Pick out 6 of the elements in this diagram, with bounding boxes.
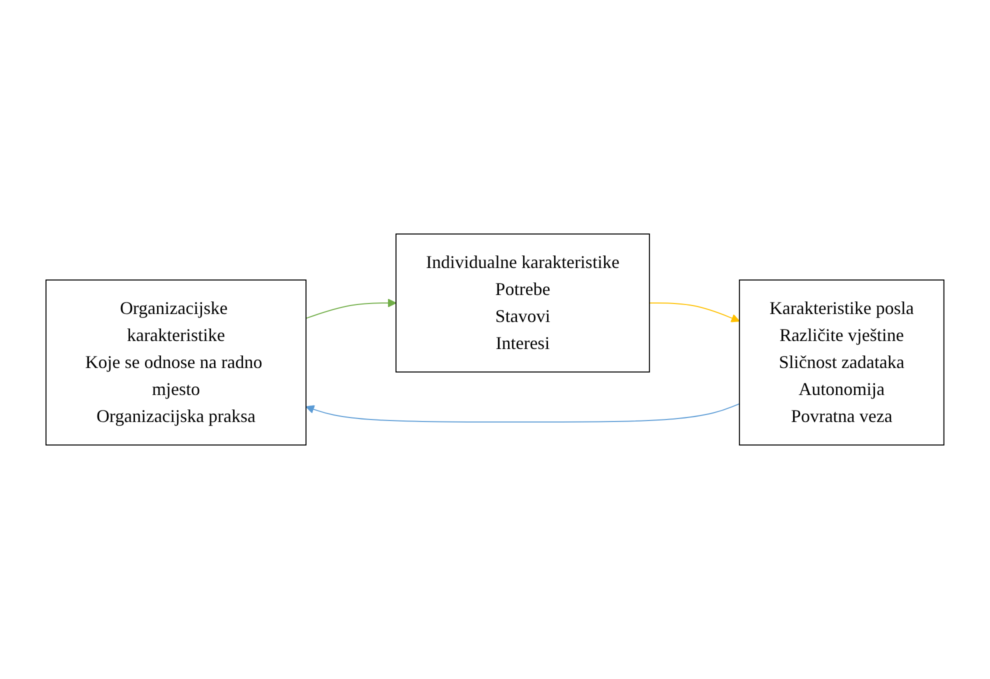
arrow (306, 403, 740, 422)
node-box: Organizacijske karakteristike Koje se odnose na radno mjesto Organizacijska praksa (46, 280, 307, 446)
node-box: Karakteristike posla Različite vještine Sličnost zadataka Autonomija Povratna veza (738, 280, 944, 446)
arrow (648, 302, 740, 322)
node-box: Individualne karakteristike Potrebe Stavovi Interesi (396, 234, 650, 372)
arrow (306, 298, 396, 319)
